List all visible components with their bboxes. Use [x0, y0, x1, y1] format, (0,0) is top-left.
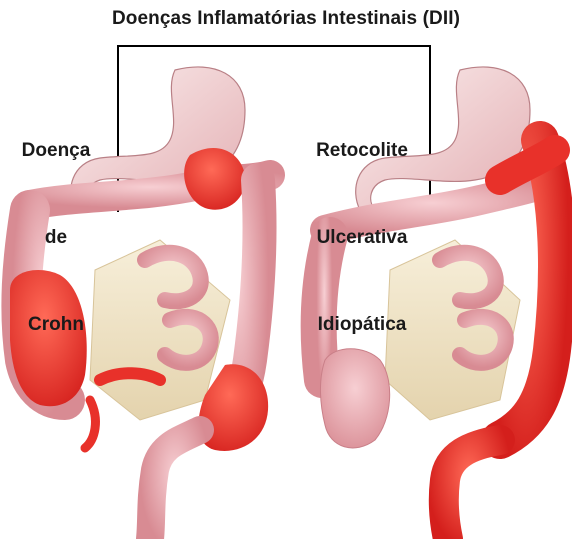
crohn-label: Doença de Crohn	[8, 78, 104, 397]
uc-label-line1: Retocolite	[298, 136, 426, 165]
crohn-label-line3: Crohn	[8, 310, 104, 339]
crohn-label-line2: de	[8, 223, 104, 252]
uc-inflamed-rectum	[444, 440, 500, 539]
crohn-rectum	[150, 430, 200, 539]
uc-label-line2: Ulcerativa	[298, 223, 426, 252]
uc-label-line3: Idiopática	[298, 310, 426, 339]
crohn-label-line1: Doença	[8, 136, 104, 165]
diagram-title: Doenças Inflamatórias Intestinais (DII)	[0, 8, 572, 30]
uc-label: Retocolite Ulcerativa Idiopática	[298, 78, 426, 397]
crohn-inflamed-ileum	[100, 373, 160, 380]
crohn-appendix	[85, 400, 95, 448]
